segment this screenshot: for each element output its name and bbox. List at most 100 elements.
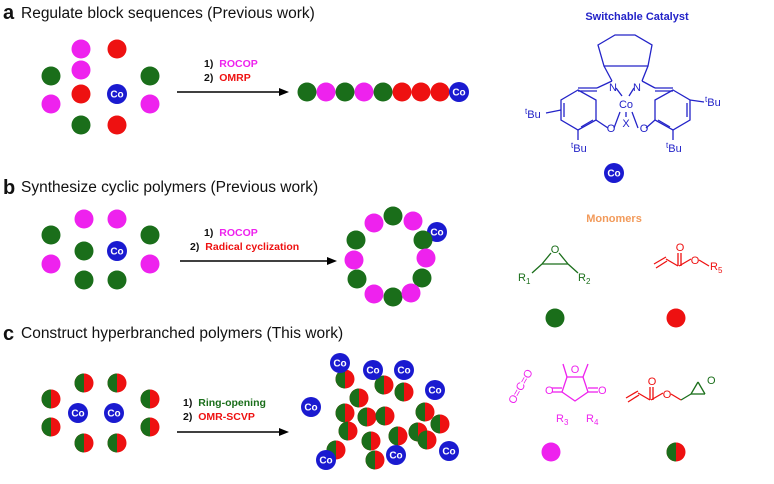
red-monomer-key (666, 308, 686, 328)
panel-a: a Regulate block sequences (Previous wor… (3, 2, 469, 135)
split-unit (374, 375, 394, 395)
n-left: N (609, 82, 617, 94)
panel-a-arrow: 1) ROCOP 2) OMRP (177, 58, 289, 96)
panel-a-letter: a (3, 2, 15, 24)
arrow-head (279, 88, 289, 96)
magenta-monomer (41, 94, 61, 114)
half-monomer-key (666, 442, 686, 462)
panel-c-monomer-pool: Co Co (41, 373, 160, 453)
green-unit (383, 206, 403, 226)
panel-b-monomer-pool: Co (41, 209, 160, 290)
right-phenyl (654, 89, 691, 131)
anhydride-o-left: O (545, 385, 554, 397)
co-catalyst (107, 84, 127, 104)
epoxide-r2: R2 (578, 272, 591, 286)
co-label: Co (110, 247, 123, 258)
co-label: Co (319, 456, 332, 467)
anhydride-structure (552, 363, 598, 402)
split-unit (415, 402, 435, 422)
panel-c-title: Construct hyperbranched polymers (This w… (21, 325, 343, 342)
panel-b: b Synthesize cyclic polymers (Previous w… (3, 177, 447, 307)
catalyst-title: Switchable Catalyst (585, 11, 689, 23)
tbu-bottom-left: tBu (571, 141, 587, 155)
co-catalyst (425, 380, 445, 400)
co-catalyst (439, 441, 459, 461)
co-label: Co (452, 88, 465, 99)
co-label: Co (304, 403, 317, 414)
green-monomer (74, 270, 94, 290)
co-catalyst (363, 360, 383, 380)
green-unit (335, 82, 355, 102)
red-monomer (107, 115, 127, 135)
magenta-unit (344, 250, 364, 270)
co-label: Co (366, 366, 379, 377)
anhydride-o-right: O (598, 385, 607, 397)
magenta-monomer-key (541, 442, 561, 462)
co-label: Co (442, 447, 455, 458)
magenta-monomer (140, 254, 160, 274)
split-unit (365, 450, 385, 470)
step-2-num: 2) (190, 241, 199, 253)
panel-b-letter: b (3, 177, 15, 199)
green-monomer (140, 66, 160, 86)
x-ligand: X (622, 118, 630, 130)
step-2: 2) OMRP (204, 72, 251, 84)
left-phenyl (560, 89, 597, 131)
magenta-unit (364, 284, 384, 304)
o-left: O (607, 123, 616, 135)
ga-epoxide-o: O (707, 375, 716, 387)
step-2: 2) Radical cyclization (190, 241, 299, 253)
step-1-text: ROCOP (219, 227, 258, 239)
block-copolymer-chain: Co (297, 82, 469, 102)
split-unit (335, 403, 355, 423)
co-label: Co (71, 409, 84, 420)
salen-structure (545, 34, 705, 140)
green-monomer (74, 241, 94, 261)
step-2-text: OMRP (219, 72, 251, 84)
green-unit (373, 82, 393, 102)
co-catalyst (68, 403, 88, 423)
magenta-monomer (71, 60, 91, 80)
tbu-bottom-right: tBu (666, 141, 682, 155)
anhydride-ring (561, 376, 589, 402)
green-monomer (41, 66, 61, 86)
co-label: Co (333, 359, 346, 370)
green-monomer (41, 225, 61, 245)
magenta-unit (316, 82, 336, 102)
panel-a-title: Regulate block sequences (Previous work) (21, 5, 315, 22)
monomers-legend: Monomers O R1 R2 O O R5 O=C=O (506, 213, 723, 462)
acrylate-o-ester: O (691, 255, 700, 267)
green-monomer (107, 270, 127, 290)
co-label: Co (110, 90, 123, 101)
red-monomer (107, 39, 127, 59)
panel-b-arrow: 1) ROCOP 2) Radical cyclization (180, 227, 337, 265)
tbu-right: tBu (705, 95, 721, 109)
split-unit (349, 388, 369, 408)
acrylate-structure (653, 253, 710, 269)
cyclic-polymer-ring: Co (344, 206, 447, 307)
green-unit (383, 287, 403, 307)
co-catalyst (330, 353, 350, 373)
co-label: Co (430, 228, 443, 239)
monomers-title: Monomers (586, 213, 642, 225)
acrylate-o-top: O (676, 242, 685, 254)
n-right: N (633, 82, 641, 94)
step-1-text: ROCOP (219, 58, 258, 70)
co2-text: O=C=O (506, 367, 536, 406)
step-2-text: Radical cyclization (205, 241, 299, 253)
catalyst-co-symbol (604, 163, 624, 183)
green-monomer (140, 225, 160, 245)
panel-c-arrow: 1) Ring-opening 2) OMR-SCVP (177, 397, 289, 436)
co-label: Co (107, 409, 120, 420)
step-2-num: 2) (204, 72, 213, 84)
co-catalyst (104, 403, 124, 423)
red-monomer (71, 84, 91, 104)
step-1-num: 1) (183, 397, 192, 409)
magenta-monomer (74, 209, 94, 229)
acrylate-r5: R5 (710, 261, 723, 275)
split-monomer (41, 417, 61, 437)
o-right: O (640, 123, 649, 135)
step-2-num: 2) (183, 411, 192, 423)
split-monomer (140, 389, 160, 409)
magenta-unit (354, 82, 374, 102)
